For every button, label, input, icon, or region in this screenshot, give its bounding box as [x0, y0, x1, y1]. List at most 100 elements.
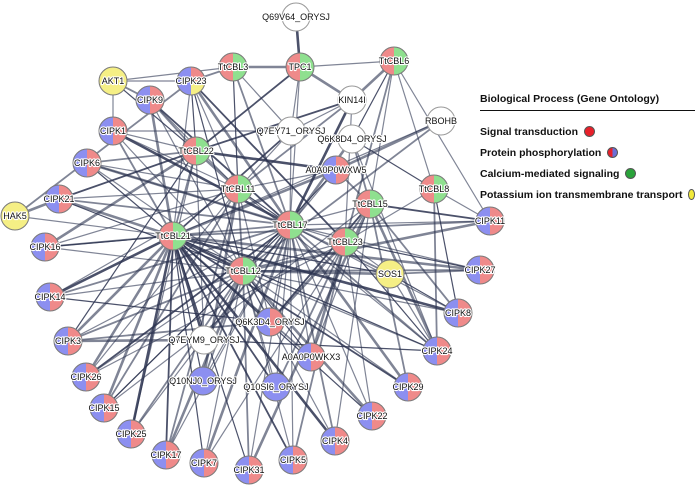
edge-CIPK23-TtCBL23 — [190, 80, 346, 243]
edge-CIPK11-TtCBL12 — [241, 219, 492, 273]
node-ttcbl8[interactable]: TtCBL8 — [418, 174, 450, 204]
edge-CIPK17-TtCBL12 — [164, 269, 245, 457]
node-cipk22[interactable]: CIPK22 — [355, 401, 389, 431]
node-cipk17[interactable]: CIPK17 — [149, 440, 183, 470]
edge-TPC1-TtCBL6 — [299, 60, 395, 68]
node-cipk9[interactable]: CIPK9 — [135, 85, 165, 115]
edge-CIPK25-TtCBL22 — [130, 150, 197, 435]
edge-TtCBL6-TtCBL8 — [393, 60, 435, 190]
node-cipk5[interactable]: CIPK5 — [278, 445, 308, 475]
edge-TtCBL6-TtCBL15 — [369, 60, 395, 205]
edge-CIPK7-TtCBL12 — [203, 270, 244, 464]
edge-A0A0P0WKX3-TtCBL21 — [172, 235, 312, 358]
node-hak5[interactable]: HAK5 — [0, 201, 30, 231]
node-tpc1[interactable]: TPC1 — [285, 52, 315, 82]
node-cipk23[interactable]: CIPK23 — [174, 66, 208, 96]
edge-Q6K3D4_ORYSJ-TtCBL11 — [237, 188, 271, 323]
node-cipk25[interactable]: CIPK25 — [114, 419, 148, 449]
edge-Q7EYM9_ORYSJ-CIPK3 — [66, 338, 206, 343]
node-cipk7[interactable]: CIPK7 — [189, 448, 219, 478]
edge-CIPK3-TtCBL21 — [66, 234, 175, 343]
node-label: CIPK6 — [74, 158, 100, 168]
node-cipk4[interactable]: CIPK4 — [320, 426, 350, 456]
node-cipk15[interactable]: CIPK15 — [87, 393, 121, 423]
node-label: TtCBL23 — [327, 237, 363, 247]
node-label: CIPK22 — [356, 411, 387, 421]
node-cipk27[interactable]: CIPK27 — [463, 255, 497, 285]
node-cipk8[interactable]: CIPK8 — [443, 298, 473, 328]
edge-CIPK25-TtCBL12 — [130, 270, 244, 435]
node-cipk21[interactable]: CIPK21 — [42, 184, 76, 214]
node-label: TtCBL22 — [178, 146, 214, 156]
node-q6k3d4_orysj[interactable]: Q6K3D4_ORYSJ — [234, 307, 306, 337]
node-label: CIPK26 — [70, 372, 101, 382]
edge-Q10NJ0_ORYSJ-TtCBL12 — [202, 270, 244, 382]
node-label: CIPK16 — [29, 242, 60, 252]
edge-CIPK6-TtCBL22 — [86, 150, 197, 164]
edge-CIPK26-TtCBL12 — [85, 270, 244, 378]
node-label: TtCBL17 — [272, 220, 308, 230]
node-akt1[interactable]: AKT1 — [98, 66, 128, 96]
edge-SOS1-TtCBL21 — [172, 235, 391, 275]
node-ttcbl12[interactable]: TtCBL12 — [224, 256, 262, 286]
node-label: RBOHB — [425, 116, 457, 126]
edge-CIPK5-TtCBL12 — [242, 270, 294, 461]
node-cipk1[interactable]: CIPK1 — [98, 116, 128, 146]
legend: Biological Process (Gene Ontology) Signa… — [480, 93, 695, 205]
node-cipk6[interactable]: CIPK6 — [72, 148, 102, 178]
edge-CIPK1-TtCBL17 — [111, 129, 292, 227]
node-cipk31[interactable]: CIPK31 — [232, 455, 266, 485]
node-q6k8d4_orysj[interactable]: Q6K8D4_ORYSJ — [316, 124, 388, 154]
red-blue-dot-icon — [607, 147, 619, 158]
node-q7eym9_orysj[interactable]: Q7EYM9_ORYSJ — [167, 325, 241, 355]
edge-CIPK8-TtCBL15 — [369, 203, 459, 314]
node-ttcbl17[interactable]: TtCBL17 — [271, 210, 309, 240]
edge-CIPK6-TtCBL11 — [86, 162, 239, 190]
edge-Q10NJ0_ORYSJ-TtCBL17 — [202, 224, 291, 382]
node-cipk24[interactable]: CIPK24 — [420, 336, 454, 366]
node-cipk3[interactable]: CIPK3 — [53, 326, 83, 356]
edge-CIPK29-TtCBL21 — [172, 235, 409, 388]
node-q10nj0_orysj[interactable]: Q10NJ0_ORYSJ — [168, 366, 238, 396]
node-kin14i[interactable]: KIN14I — [337, 85, 367, 115]
node-cipk14[interactable]: CIPK14 — [33, 282, 67, 312]
node-ttcbl22[interactable]: TtCBL22 — [177, 136, 215, 166]
node-ttcbl21[interactable]: TtCBL21 — [154, 221, 192, 251]
node-label: KIN14I — [338, 95, 366, 105]
red-dot-icon — [584, 126, 596, 137]
node-ttcbl3[interactable]: TtCBL3 — [217, 52, 249, 82]
legend-label: Protein phosphorylation — [480, 146, 602, 159]
edge-AKT1-TtCBL22 — [112, 80, 197, 152]
edge-CIPK5-TtCBL21 — [172, 235, 294, 461]
node-label: TtCBL8 — [419, 184, 450, 194]
node-ttcbl6[interactable]: TtCBL6 — [378, 46, 410, 76]
node-label: CIPK14 — [34, 292, 65, 302]
edge-TtCBL22-TtCBL21 — [172, 150, 197, 237]
node-q69v64_orysj[interactable]: Q69V64_ORYSJ — [261, 2, 331, 32]
node-q10si6_orysj[interactable]: Q10SI6_ORYSJ — [242, 372, 310, 402]
edge-A0A0P0WXW5-TtCBL21 — [171, 168, 338, 238]
node-a0a0p0wkx3[interactable]: A0A0P0WKX3 — [281, 342, 341, 372]
node-sos1[interactable]: SOS1 — [375, 259, 405, 289]
node-ttcbl23[interactable]: TtCBL23 — [326, 227, 364, 257]
node-q7ey71_orysj[interactable]: Q7EY71_ORYSJ — [255, 116, 327, 146]
node-rbohb[interactable]: RBOHB — [424, 106, 458, 136]
edge-CIPK9-TtCBL21 — [148, 98, 175, 238]
edge-CIPK29-TtCBL12 — [242, 270, 409, 388]
node-cipk26[interactable]: CIPK26 — [69, 362, 103, 392]
node-cipk16[interactable]: CIPK16 — [28, 232, 62, 262]
edge-CIPK11-TtCBL15 — [369, 203, 491, 222]
node-cipk11[interactable]: CIPK11 — [474, 206, 506, 236]
node-ttcbl15[interactable]: TtCBL15 — [351, 189, 389, 219]
node-cipk29[interactable]: CIPK29 — [391, 372, 425, 402]
node-ttcbl11[interactable]: TtCBL11 — [219, 174, 257, 204]
node-a0a0p0wxw5[interactable]: A0A0P0WXW5 — [304, 155, 368, 185]
edge-CIPK6-TtCBL21 — [86, 162, 174, 237]
node-label: A0A0P0WKX3 — [282, 352, 341, 362]
edge-A0A0P0WKX3-TtCBL23 — [309, 240, 347, 359]
node-label: Q10NJ0_ORYSJ — [169, 376, 237, 386]
edge-CIPK11-TtCBL17 — [289, 220, 491, 226]
network-edges — [13, 15, 492, 472]
edge-CIPK26-TtCBL21 — [84, 234, 175, 379]
